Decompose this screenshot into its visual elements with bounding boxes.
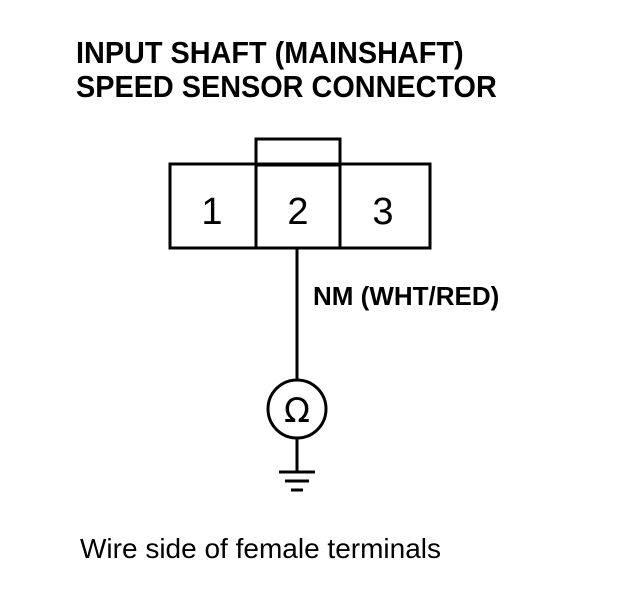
wire-label: NM (WHT/RED) xyxy=(313,281,499,311)
pin-2-label: 2 xyxy=(287,191,308,233)
title-line-2: SPEED SENSOR CONNECTOR xyxy=(76,69,497,104)
pin-3-label: 3 xyxy=(372,191,393,233)
ground-icon xyxy=(279,470,315,492)
connector xyxy=(168,137,432,250)
connector-body xyxy=(168,162,432,250)
connector-lock-tab xyxy=(254,137,342,167)
diagram-title: INPUT SHAFT (MAINSHAFT) SPEED SENSOR CON… xyxy=(76,36,497,104)
diagram-caption: Wire side of female terminals xyxy=(80,533,442,564)
title-line-1: INPUT SHAFT (MAINSHAFT) xyxy=(76,35,464,70)
ohm-symbol: Ω xyxy=(284,391,310,431)
pin-1-label: 1 xyxy=(201,191,222,233)
